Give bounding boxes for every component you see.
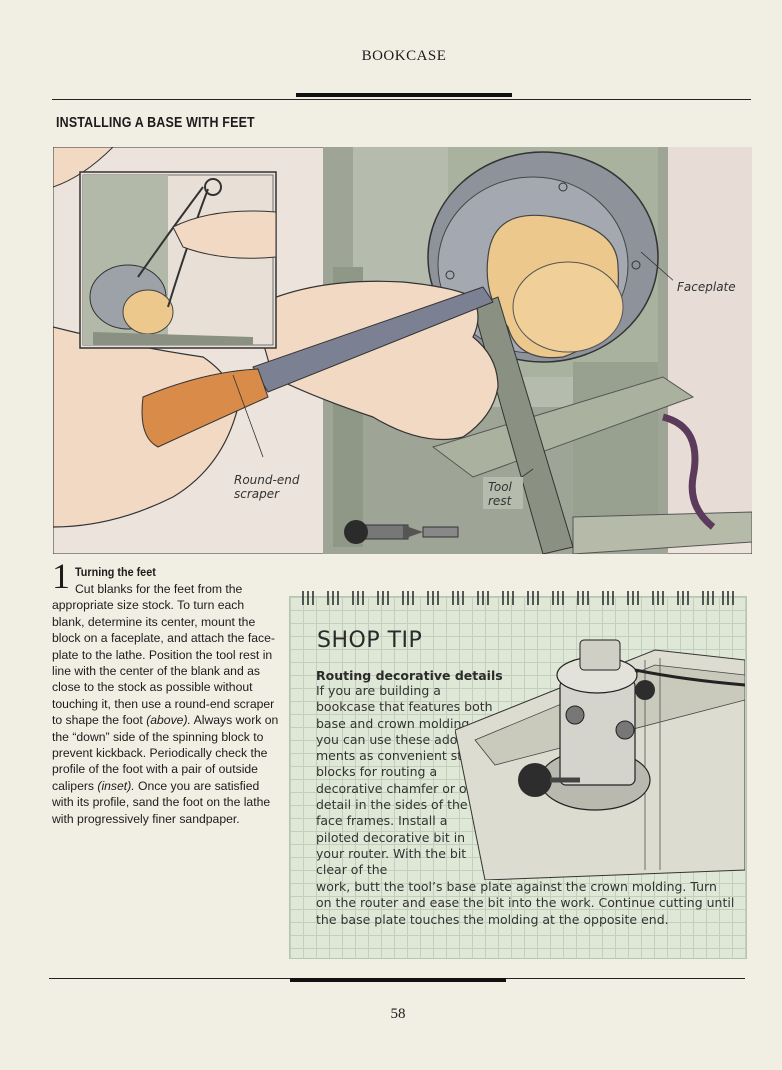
step-body: Cut blanks for the feet from the appropr… [52, 581, 280, 827]
shop-tip-heading: SHOP TIP [317, 628, 423, 653]
page-number: 58 [390, 1006, 406, 1022]
lathe-illustration: Faceplate Round-end scraper Tool rest [52, 146, 753, 555]
step-body-part2: Always work on the “down” side of the sp… [52, 713, 279, 793]
toolrest-label-line2: rest [488, 494, 512, 508]
faceplate-label: Faceplate [677, 280, 736, 294]
section-title: INSTALLING A BASE WITH FEET [56, 115, 255, 131]
step-body-part3: Once you are satis­fied with its profile… [52, 778, 271, 826]
router-illustration [455, 639, 745, 880]
step-body-part1: Cut blanks for the feet from the appropr… [52, 582, 275, 728]
scraper-label: Round-end scraper [234, 473, 299, 501]
spiral-binding [302, 591, 734, 605]
step-body-em2: (inset). [97, 778, 135, 793]
scraper-label-line2: scraper [234, 487, 280, 501]
header-rule [52, 99, 751, 100]
header-rule-thick [296, 93, 512, 97]
shop-tip-body-bottom: work, butt the tool’s base plate against… [316, 879, 735, 927]
shop-tip-body-top: If you are building a bookcase that feat… [316, 683, 493, 878]
step-number: 1 [52, 556, 70, 596]
lathe-drawing [52, 146, 753, 555]
toolrest-label-line1: Tool [488, 480, 512, 494]
running-head: BOOKCASE [361, 48, 447, 64]
toolrest-label: Tool rest [488, 480, 512, 508]
step-title: Turning the feet [75, 565, 156, 579]
scraper-label-line1: Round-end [234, 473, 300, 487]
step-body-em1: (above). [146, 713, 191, 728]
shop-tip-subheading: Routing decorative details [316, 668, 503, 683]
footer-rule-thick [290, 978, 506, 982]
